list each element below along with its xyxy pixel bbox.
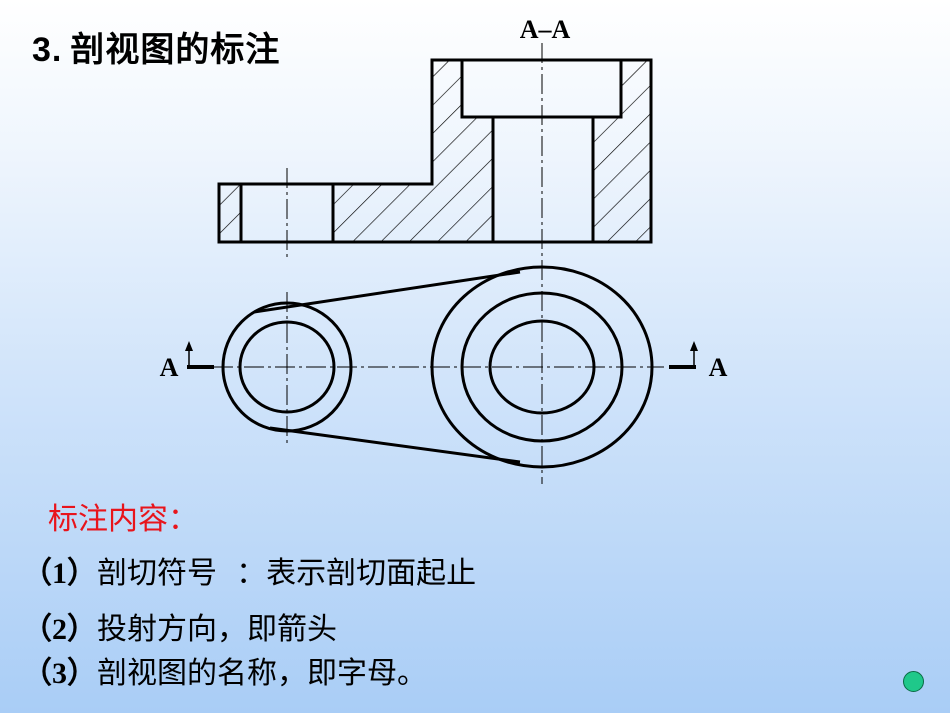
page-title: 3.剖视图的标注 <box>32 22 280 71</box>
arrow-up-icon-left <box>185 341 193 351</box>
hatch-left-wall <box>219 184 241 242</box>
hatch-boss-right-lower <box>593 117 651 242</box>
annotation-item-1: （1）剖切符号 ：表示剖切面起止 <box>22 548 476 592</box>
item-number: （1） <box>22 557 97 590</box>
tangent-bottom <box>269 426 521 464</box>
hatch-boss-middle <box>462 117 493 184</box>
item-text: 剖切符号 ：表示剖切面起止 <box>97 556 477 591</box>
tangent-top <box>253 270 521 314</box>
arrow-up-icon-right <box>690 341 698 351</box>
center-lines <box>213 43 664 484</box>
section-view <box>217 58 653 244</box>
annotation-item-3: （3）剖视图的名称，即字母。 <box>22 648 427 692</box>
hatch-boss-right-upper <box>621 60 651 117</box>
section-outline <box>217 58 653 244</box>
item-number: （2） <box>22 613 97 646</box>
annotation-item-2: （2）投射方向，即箭头 <box>22 604 337 648</box>
item-text: 投射方向，即箭头 <box>97 612 337 647</box>
cutting-symbol-right <box>669 341 698 369</box>
hatch-middle-body <box>333 184 493 242</box>
section-label: A–A <box>520 15 571 44</box>
circle-nav-icon[interactable] <box>903 671 924 692</box>
cutting-symbol-left <box>185 341 214 369</box>
hatch-boss-left <box>432 60 462 184</box>
title-text: 剖视图的标注 <box>70 30 281 70</box>
item-text: 剖视图的名称，即字母。 <box>97 656 427 691</box>
cut-label-left: A <box>160 353 179 382</box>
cut-label-right: A <box>709 353 728 382</box>
annotation-heading: 标注内容： <box>48 502 198 537</box>
item-number: （3） <box>22 657 97 690</box>
title-number: 3. <box>32 31 63 69</box>
